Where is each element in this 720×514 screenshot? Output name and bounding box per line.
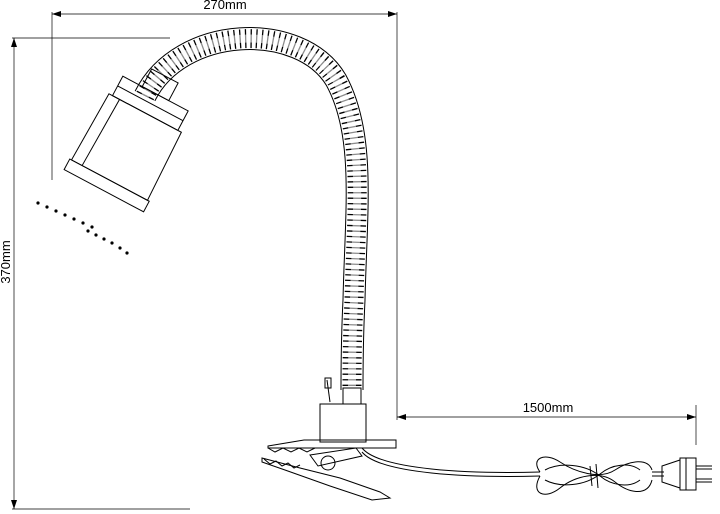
cable-dimension: 1500mm: [397, 400, 697, 445]
power-cable: [361, 447, 664, 495]
cable-dimension-label: 1500mm: [523, 400, 574, 415]
lamp-head: [63, 68, 189, 213]
clamp-base: [261, 377, 397, 501]
gooseneck-arm: [134, 27, 369, 391]
height-dimension-label: 370mm: [0, 240, 13, 283]
euro-plug: [661, 457, 712, 491]
height-dimension: 370mm: [0, 37, 190, 510]
width-dimension: 270mm: [51, 0, 398, 420]
width-dimension-label: 270mm: [203, 0, 246, 12]
light-rays-dots: [36, 201, 129, 255]
